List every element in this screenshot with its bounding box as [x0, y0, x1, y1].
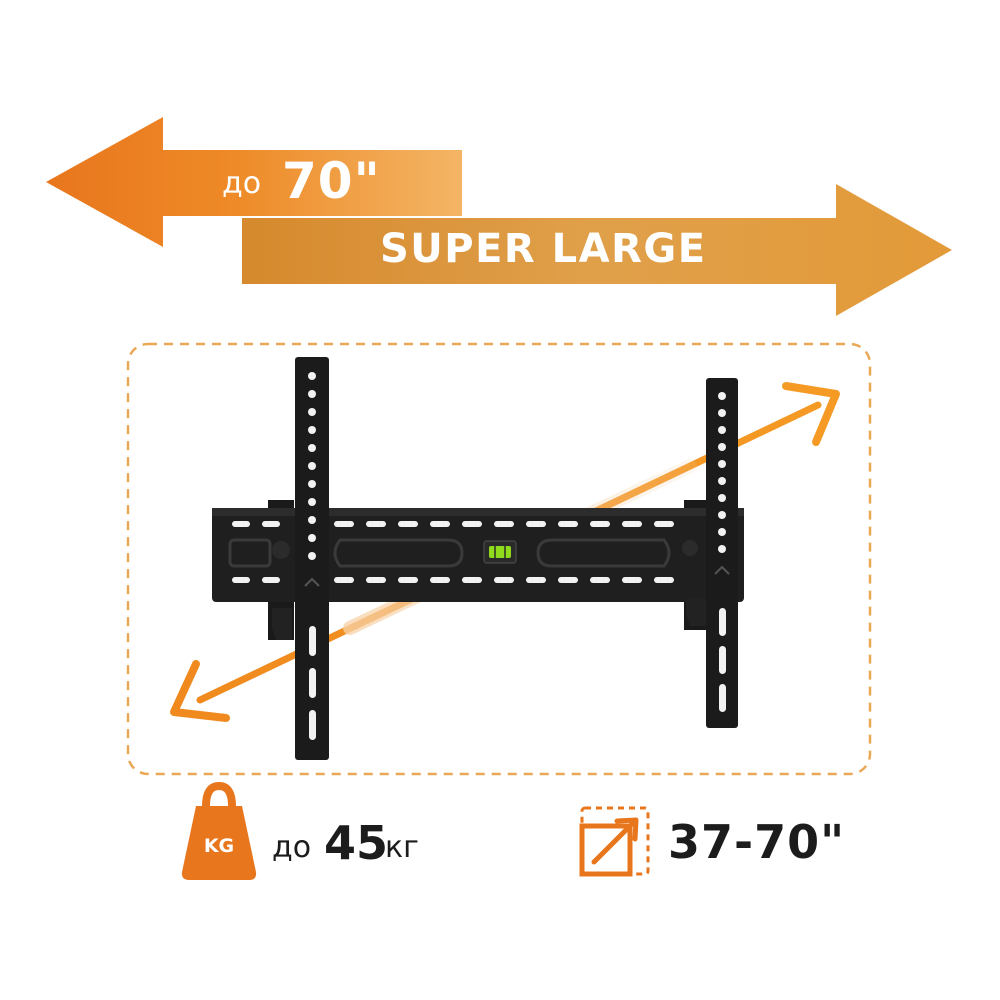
weight-kg-icon — [181, 781, 257, 880]
banner-size-prefix: до — [222, 166, 262, 201]
weight-icon-label: KG — [203, 835, 235, 857]
arrow-left-icon — [46, 117, 462, 247]
resize-diagonal-icon — [579, 806, 650, 877]
tv-mount-bracket — [212, 357, 744, 760]
screen-size-range: 37-70" — [668, 815, 846, 869]
weight-value: 45 — [324, 816, 389, 870]
banner-size-value: 70" — [282, 152, 381, 210]
banner-tagline: SUPER LARGE — [380, 226, 707, 272]
dashed-frame — [126, 342, 872, 776]
weight-unit: кг — [385, 830, 419, 865]
arrow-right-icon — [242, 184, 952, 316]
weight-prefix: до — [272, 830, 312, 865]
